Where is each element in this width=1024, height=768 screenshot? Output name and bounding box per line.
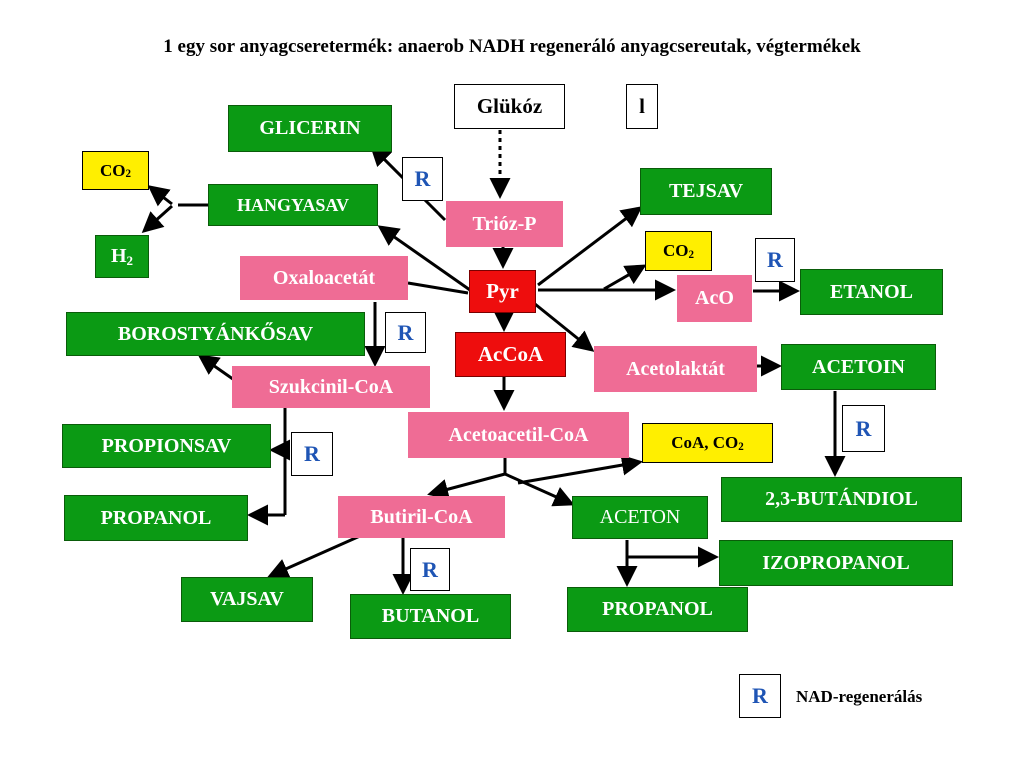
arrow-to-coa-co2 [517, 454, 643, 485]
node-butiril-coa: Butiril-CoA [338, 496, 505, 538]
node-propanol-left: PROPANOL [64, 495, 248, 541]
co2-b-text: CO [662, 241, 689, 260]
arrow-split-h2 [141, 204, 173, 233]
arrow-aco-co2 [603, 264, 647, 291]
page-title: 1 egy sor anyagcseretermék: anaerob NADH… [163, 36, 861, 57]
node-propanol-right: PROPANOL [567, 587, 748, 632]
node-glicerin: GLICERIN [228, 105, 392, 152]
arrow-to-aceton [504, 472, 575, 507]
h2-subscript: 2 [126, 253, 134, 269]
node-glukoz: Glükóz [454, 84, 565, 129]
legend-r-marker: R [739, 674, 781, 718]
arrow-split-co2 [147, 185, 173, 207]
arrow-to-butiril [427, 472, 506, 500]
node-tejsav: TEJSAV [640, 168, 772, 215]
r-marker-borostyankosav: R [385, 312, 426, 353]
node-vajsav: VAJSAV [181, 577, 313, 622]
coa-co2-text: CoA, CO [671, 433, 739, 452]
co2-a-text: CO [99, 160, 126, 180]
node-acetolaktat: Acetolaktát [594, 346, 757, 392]
node-23-butandiol: 2,3-BUTÁNDIOL [721, 477, 962, 522]
node-hangyasav: HANGYASAV [208, 184, 378, 226]
arrow-pyr-hangyasav [377, 225, 471, 292]
r-marker-butandiol: R [842, 405, 885, 452]
h2-text: H [110, 245, 127, 267]
node-butanol: BUTANOL [350, 594, 511, 639]
node-aceton: ACETON [572, 496, 708, 539]
r-marker-butanol: R [410, 548, 450, 591]
node-etanol: ETANOL [800, 269, 943, 315]
r-marker-glicerin: R [402, 157, 443, 201]
node-acetoacetil-coa: Acetoacetil-CoA [408, 412, 629, 458]
arrow-butiril-vajsav [267, 534, 361, 579]
coa-co2-subscript: 2 [738, 440, 744, 453]
node-borostyankosav: BOROSTYÁNKŐSAV [66, 312, 365, 356]
node-accoa: AcCoA [455, 332, 566, 377]
co2-b-subscript: 2 [688, 248, 695, 261]
node-izopropanol: IZOPROPANOL [719, 540, 953, 586]
arrow-pyr-tejsav [537, 206, 643, 287]
node-propionsav: PROPIONSAV [62, 424, 271, 468]
node-acetoin: ACETOIN [781, 344, 936, 390]
arrow-oxalo-pyr [407, 281, 469, 295]
arrow-pyr-acetolaktat [529, 298, 595, 352]
legend-label: NAD-regenerálás [796, 687, 923, 706]
node-oxaloacetat: Oxaloacetát [240, 256, 408, 300]
r-marker-propanol: R [291, 432, 333, 476]
node-pyr: Pyr [469, 270, 536, 313]
r-marker-etanol: R [755, 238, 795, 282]
node-szukcinil-coa: Szukcinil-CoA [232, 366, 430, 408]
co2-a-subscript: 2 [125, 168, 132, 181]
node-l: l [626, 84, 658, 129]
node-trioz-p: Trióz-P [446, 201, 563, 247]
node-aco: AcO [677, 275, 752, 322]
